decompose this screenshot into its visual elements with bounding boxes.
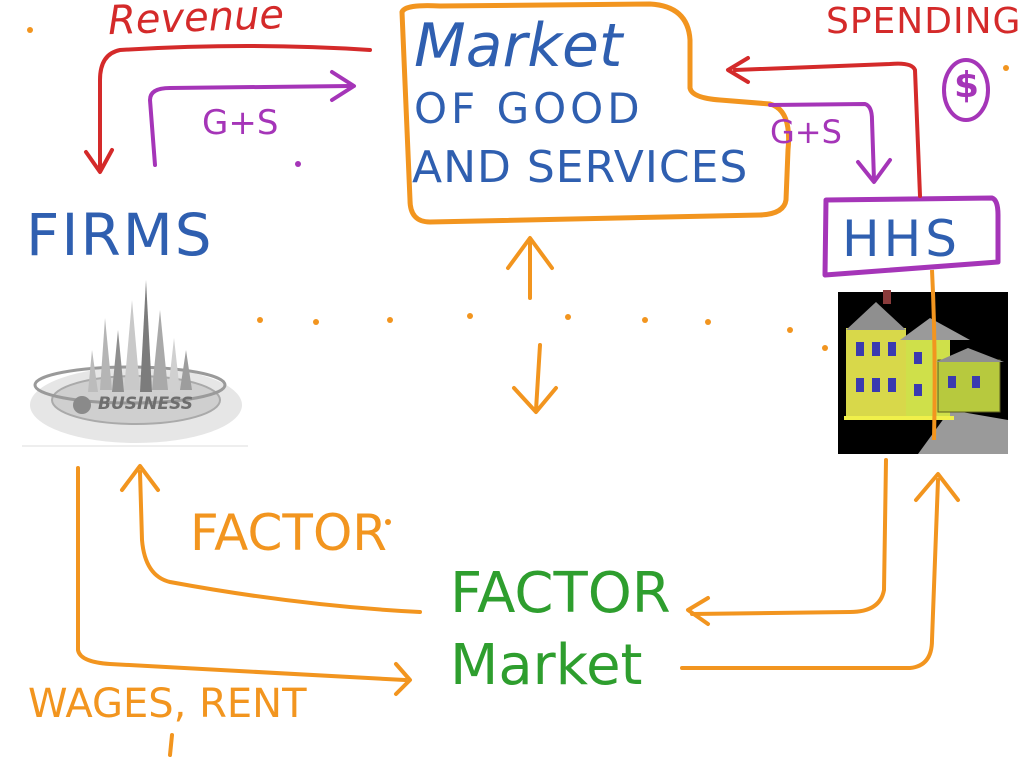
goods-services-arrow-right-head (856, 158, 892, 184)
hhs-to-factor-arrow (690, 458, 888, 616)
product-market-line1: Market (414, 11, 623, 81)
dollar-label: $ (954, 65, 980, 106)
spending-arrow (733, 61, 922, 198)
goods-services-right-label: G+S (770, 113, 842, 151)
wages-rent-label: WAGES, RENT (28, 681, 307, 727)
market-up-arrow (506, 236, 554, 300)
revenue-label: Revenue (107, 0, 285, 45)
factor-market-line2: Market (450, 633, 643, 698)
market-down-arrow (512, 343, 558, 414)
business-logo-text: BUSINESS (98, 394, 194, 414)
hhs-to-factor-arrow-head (686, 596, 710, 626)
factor-to-hhs-arrow (680, 478, 940, 670)
comma-mark (168, 733, 174, 757)
business-skyline-icon (22, 280, 248, 447)
goods-services-left-label: G+S (202, 103, 279, 143)
goods-services-arrow-right (768, 101, 876, 182)
product-market-box (399, 1, 792, 225)
product-market-line3: AND SERVICES (412, 142, 749, 193)
stray-dot (1003, 65, 1009, 71)
factor-to-hhs-arrow-head (914, 472, 960, 502)
stray-dot (27, 27, 33, 33)
stray-dot (295, 161, 301, 167)
spending-arrow-head (726, 56, 750, 84)
house-icon (838, 269, 1008, 454)
spending-label: SPENDING (826, 1, 1022, 42)
firms-label: FIRMS (26, 201, 214, 269)
wages-arrow-head (394, 662, 412, 696)
households-box (822, 195, 1001, 278)
factor-market-line1: FACTOR (450, 561, 671, 626)
goods-services-arrow-left (147, 84, 352, 167)
wages-arrow (76, 466, 407, 682)
goods-services-arrow-left-head (330, 70, 356, 102)
revenue-arrow (98, 44, 372, 172)
households-label: HHS (842, 210, 961, 268)
dotted-connector (257, 313, 828, 351)
factor-to-firms-arrow-head (120, 464, 160, 492)
product-market-line2: OF GOOD (414, 84, 644, 133)
dollar-circle (942, 58, 990, 122)
revenue-arrow-head (84, 148, 114, 174)
factor-to-firms-arrow (138, 470, 422, 614)
stray-dot (385, 519, 391, 525)
factor-label: FACTOR (190, 504, 388, 562)
